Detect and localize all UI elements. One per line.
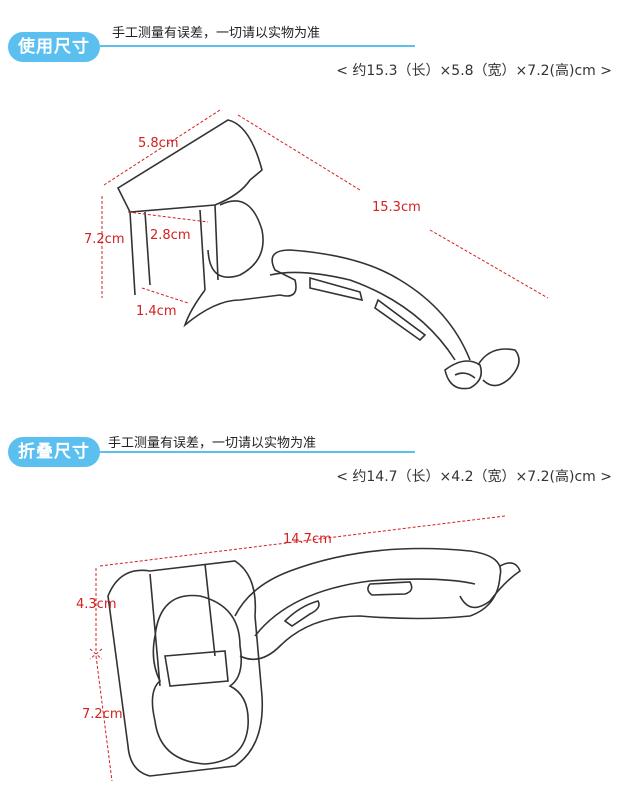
measurement-note: 手工测量有误差，一切请以实物为准 [108,436,317,451]
dim-folded-length: 14.7cm [283,532,332,547]
dim-length: 15.3cm [372,200,421,215]
in-use-product-drawing [101,109,549,390]
measurement-note: 手工测量有误差，一切请以实物为准 [112,26,321,41]
folded-product-drawing [89,515,521,782]
divider [100,45,415,47]
dim-width: 5.8cm [138,136,179,151]
dimensions-summary: < 约14.7（长）×4.2（宽）×7.2(高)cm > [336,469,612,485]
dim-folded-width: 4.3cm [76,597,117,612]
section-badge-folded: 折叠尺寸 [8,437,100,467]
dim-height: 7.2cm [84,232,125,247]
divider [100,451,415,453]
dim-inner: 2.8cm [150,228,191,243]
dim-folded-height: 7.2cm [82,707,123,722]
dim-clip: 1.4cm [136,304,177,319]
dimensions-summary: < 约15.3（长）×5.8（宽）×7.2(高)cm > [336,63,612,79]
section-badge-in-use: 使用尺寸 [8,32,100,62]
